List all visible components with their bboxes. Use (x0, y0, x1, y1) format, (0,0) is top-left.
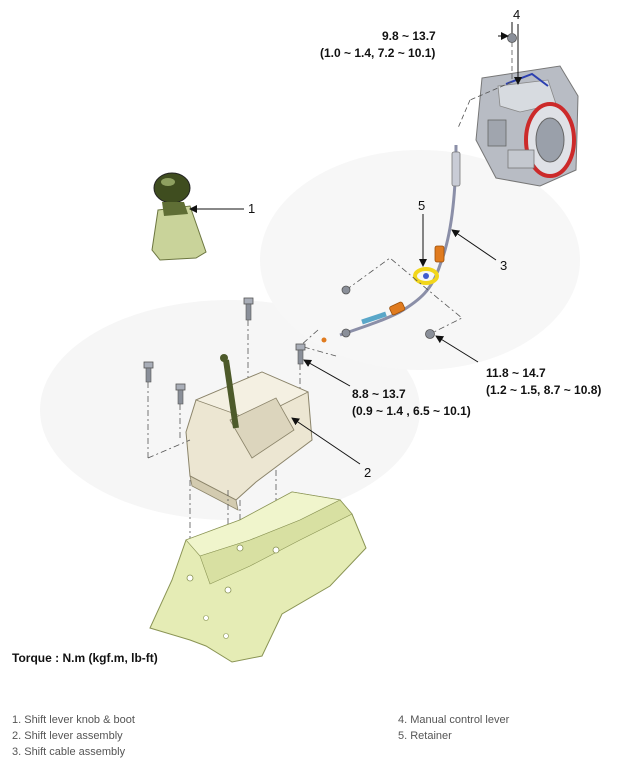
parts-legend-left: 1. Shift lever knob & boot 2. Shift leve… (12, 712, 135, 760)
callout-4: 4 (513, 7, 520, 22)
legend-item: 4. Manual control lever (398, 714, 510, 726)
leader-lines (189, 24, 522, 465)
transmission (475, 65, 579, 187)
bolt-2 (175, 383, 186, 440)
torque-cable-nm: 11.8 ~ 14.7 (486, 366, 546, 380)
parts-legend-right: 4. Manual control lever 5. Retainer (398, 712, 509, 744)
leader-2 (291, 417, 361, 465)
legend-item: 1. Shift lever knob & boot (12, 714, 135, 726)
leader-torque-cable (435, 335, 479, 363)
bolt-1 (143, 361, 154, 458)
callout-2: 2 (364, 465, 371, 480)
torque-bolt-alt: (0.9 ~ 1.4 , 6.5 ~ 10.1) (352, 404, 471, 418)
torque-cable-alt: (1.2 ~ 1.5, 8.7 ~ 10.8) (486, 383, 601, 397)
legend-item: 2. Shift lever assembly (12, 730, 123, 742)
torque-lever-alt: (1.0 ~ 1.4, 7.2 ~ 10.1) (320, 46, 435, 60)
retainer (413, 267, 439, 285)
bolt-4 (295, 343, 306, 396)
leader-torque-bolt (303, 359, 351, 387)
leader-3 (451, 229, 497, 261)
manual-control-lever-nut (469, 22, 517, 101)
callout-3: 3 (500, 258, 507, 273)
shift-cable (321, 99, 471, 343)
bolt-3 (243, 297, 254, 380)
shift-knob-and-boot (151, 172, 207, 261)
mounting-bolts (143, 297, 306, 458)
legend-item: 3. Shift cable assembly (12, 746, 126, 758)
legend-item: 5. Retainer (398, 730, 452, 742)
torque-bolt-nm: 8.8 ~ 13.7 (352, 387, 406, 401)
torque-lever-nm: 9.8 ~ 13.7 (382, 29, 436, 43)
torque-units-caption: Torque : N.m (kgf.m, lb-ft) (12, 651, 158, 665)
background-shading (40, 150, 580, 520)
shift-lever-assembly (185, 354, 313, 511)
floor-panel (149, 491, 367, 663)
callout-5: 5 (418, 198, 425, 213)
callout-1: 1 (248, 201, 255, 216)
